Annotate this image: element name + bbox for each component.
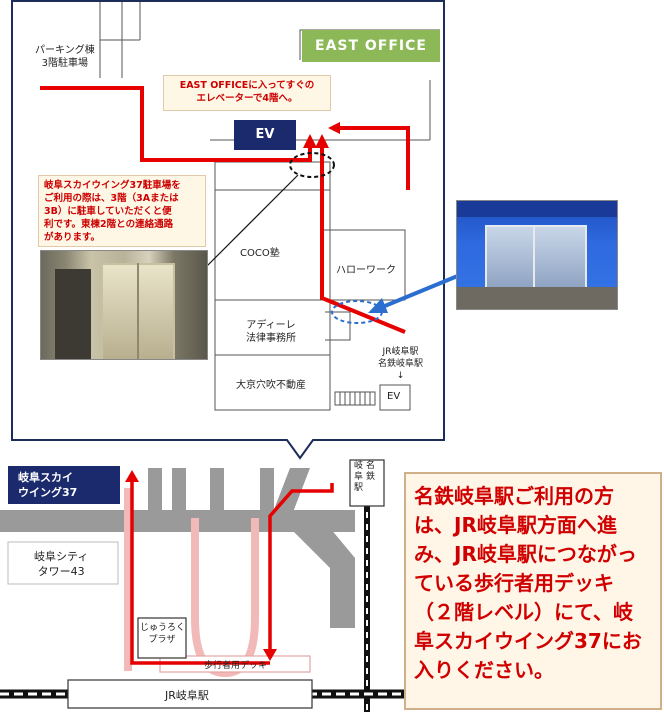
station-direction-line2: 名鉄岐阜駅: [378, 359, 424, 369]
parking-label: パーキング棟 3階駐車場: [35, 44, 95, 70]
parking-note-line: 3B）に駐車していただくと便: [44, 206, 172, 217]
roads: [0, 468, 355, 628]
route-to-skywing: [130, 480, 270, 665]
photo-door-divider: [137, 263, 139, 359]
connection-marker: [289, 152, 335, 178]
parking-note-line: ご利用の際は、3階（3Aまたは: [44, 193, 179, 204]
adire-line1: アディーレ: [246, 320, 296, 331]
adire-label: アディーレ 法律事務所: [246, 319, 296, 345]
skywing-label: 岐阜スカイ ウイング37: [8, 466, 120, 504]
arrow-up-icon: [125, 470, 139, 482]
parking-label-line1: パーキング棟: [35, 45, 95, 56]
parking-note: 岐阜スカイウイング37駐車場を ご利用の際は、3階（3Aまたは 3B）に駐車して…: [38, 175, 206, 247]
juroku-label: じゅうろく プラザ: [140, 622, 186, 646]
road-v3: [210, 468, 224, 520]
arrow-down-icon: [263, 649, 277, 661]
east-office-label: EAST OFFICE: [302, 30, 440, 62]
parking-note-line: 利です。東棟2階との連絡通路: [44, 219, 174, 230]
parking-note-line: 岐阜スカイウイング37駐車場を: [44, 180, 181, 191]
station-direction-label: JR岐阜駅 名鉄岐阜駅 ↓: [378, 346, 423, 382]
adire-line2: 法律事務所: [246, 333, 296, 344]
ev-label-bottom: EV: [387, 391, 401, 402]
juroku-box: [137, 617, 187, 659]
arrow-left-icon: [328, 122, 340, 134]
meitetsu-char: 鉄: [366, 472, 376, 482]
parking-label-line2: 3階駐車場: [41, 58, 89, 69]
station-direction-line1: JR岐阜駅: [382, 347, 419, 357]
area-route: [130, 480, 334, 665]
hello-work-label: ハローワーク: [336, 265, 396, 276]
ev-label-top: EV: [234, 120, 296, 150]
city-tower-line2: タワー43: [37, 565, 85, 578]
down-arrow-icon: ↓: [396, 371, 405, 381]
meitetsu-char: 岐: [354, 461, 364, 471]
deck-paths: [124, 488, 259, 678]
route-to-deck: [268, 483, 334, 652]
route-from-station: [320, 145, 406, 334]
city-tower-label: 岐阜シティ タワー43: [34, 549, 88, 579]
route-from-parking: [40, 86, 312, 162]
area-map-svg: [0, 459, 404, 712]
parking-passage-photo: [40, 250, 208, 360]
entrance-glass: [485, 225, 587, 291]
okyo-label: 大京穴吹不動産: [236, 380, 306, 391]
parking-note-line: があります。: [44, 232, 101, 243]
arrow-up-icon: [303, 134, 317, 148]
ev-note: EAST OFFICEに入ってすぐの エレベーターで4階へ。: [163, 75, 331, 111]
juroku-line2: プラザ: [148, 635, 176, 645]
arrow-up-icon: [315, 134, 329, 148]
route-arrows: [303, 122, 340, 148]
photo-pointer-line: [204, 174, 299, 269]
juroku-line1: じゅうろく: [140, 623, 186, 633]
entrance-divider: [533, 225, 535, 287]
road-curve: [290, 528, 355, 628]
entrance-canopy: [457, 201, 617, 217]
coco-label: COCO塾: [240, 248, 280, 259]
road-v1: [148, 468, 162, 520]
blue-pointer-line: [379, 273, 461, 310]
deck-label: 歩行者用デッキ: [204, 661, 268, 671]
meitetsu-station-box: [349, 459, 385, 507]
blue-arrow-icon: [368, 298, 388, 313]
entrance-photo: [456, 200, 618, 310]
jr-gifu-label: JR岐阜駅: [165, 689, 209, 702]
stairs-icon: [339, 392, 371, 405]
ev-note-line2: エレベーターで4階へ。: [196, 93, 298, 104]
city-tower-line1: 岐阜シティ: [34, 550, 89, 563]
road-v4: [260, 468, 274, 520]
jr-station-box: [67, 679, 313, 709]
entrance-floor: [457, 287, 617, 309]
road-v2: [172, 468, 186, 520]
instructions-note: 名鉄岐阜駅ご利用の方は、JR岐阜駅方面へ進み、JR岐阜駅につながっている歩行者用…: [404, 472, 662, 710]
route-side: [338, 126, 410, 190]
skywing-line2: ウイング37: [18, 486, 78, 499]
city-tower-box: [7, 541, 119, 585]
meitetsu-char: 駅: [354, 483, 364, 493]
meitetsu-char: 阜: [354, 472, 364, 482]
meitetsu-char: 名: [366, 461, 376, 471]
ev-note-line1: EAST OFFICEに入ってすぐの: [179, 80, 315, 91]
route-lines: [40, 86, 410, 334]
skywing-line1: 岐阜スカイ: [18, 471, 73, 484]
photo-door-frame: [55, 269, 91, 359]
